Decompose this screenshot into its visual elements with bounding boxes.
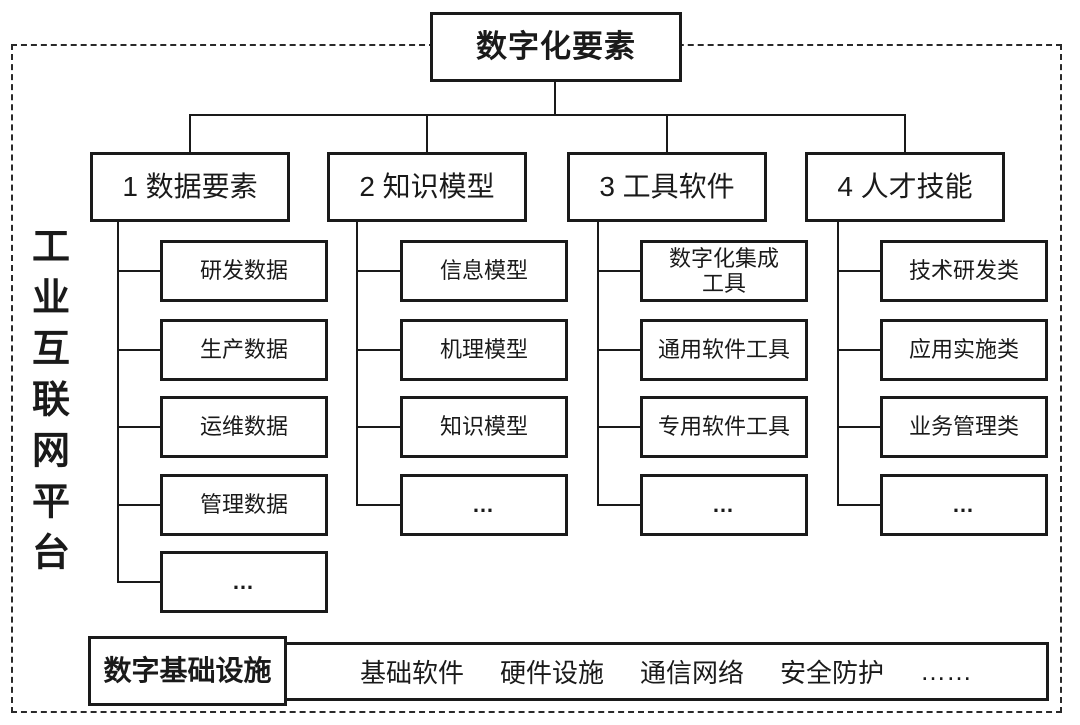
sub-node-ellipsis: … <box>400 474 568 536</box>
sub-node: 生产数据 <box>160 319 328 381</box>
sub-node-ellipsis: … <box>160 551 328 613</box>
branch-node-tools: 3 工具软件 <box>567 152 767 222</box>
connector-drop-branch3 <box>666 114 668 152</box>
branch-node-talent: 4 人才技能 <box>805 152 1005 222</box>
connector-stub <box>597 426 643 428</box>
connector-stub <box>356 349 403 351</box>
connector-drop-branch2 <box>426 114 428 152</box>
connector-root-drop <box>554 82 556 115</box>
connector-bus <box>189 114 906 116</box>
sub-node: 通用软件工具 <box>640 319 808 381</box>
connector-stub <box>837 349 883 351</box>
connector-stub <box>837 270 883 272</box>
root-node: 数字化要素 <box>430 12 682 82</box>
sub-node: 业务管理类 <box>880 396 1048 458</box>
sub-node: 知识模型 <box>400 396 568 458</box>
connector-stub <box>597 349 643 351</box>
connector-stub <box>356 426 403 428</box>
connector-stub <box>117 349 163 351</box>
sub-node: 机理模型 <box>400 319 568 381</box>
connector-trunk-col1 <box>117 222 119 582</box>
connector-drop-branch4 <box>904 114 906 152</box>
branch-node-data: 1 数据要素 <box>90 152 290 222</box>
sub-node: 技术研发类 <box>880 240 1048 302</box>
connector-stub <box>597 504 643 506</box>
connector-stub <box>356 504 403 506</box>
branch-node-knowledge: 2 知识模型 <box>327 152 527 222</box>
connector-trunk-col4 <box>837 222 839 506</box>
connector-stub <box>356 270 403 272</box>
sub-node: 数字化集成 工具 <box>640 240 808 302</box>
connector-stub <box>117 581 163 583</box>
foundation-item: 通信网络 <box>640 658 745 688</box>
connector-stub <box>117 426 163 428</box>
connector-stub <box>837 504 883 506</box>
foundation-item: 基础软件 <box>359 658 464 688</box>
sub-node: 管理数据 <box>160 474 328 536</box>
sub-node: 专用软件工具 <box>640 396 808 458</box>
connector-trunk-col2 <box>356 222 358 506</box>
connector-drop-branch1 <box>189 114 191 152</box>
foundation-title-box: 数字基础设施 <box>88 636 287 706</box>
sub-node: 信息模型 <box>400 240 568 302</box>
foundation-item: 硬件设施 <box>499 658 604 688</box>
connector-stub <box>117 504 163 506</box>
sub-node: 研发数据 <box>160 240 328 302</box>
sub-node-ellipsis: … <box>880 474 1048 536</box>
foundation-item: 安全防护 <box>780 658 885 688</box>
foundation-bar: 基础软件 硬件设施 通信网络 安全防护 …… <box>283 642 1049 701</box>
sub-node: 应用实施类 <box>880 319 1048 381</box>
connector-stub <box>117 270 163 272</box>
connector-trunk-col3 <box>597 222 599 506</box>
connector-stub <box>597 270 643 272</box>
connector-stub <box>837 426 883 428</box>
sub-node: 运维数据 <box>160 396 328 458</box>
sub-node-ellipsis: … <box>640 474 808 536</box>
foundation-item-ellipsis: …… <box>920 656 973 686</box>
left-vertical-label: 工业互联网平台 <box>25 226 68 583</box>
